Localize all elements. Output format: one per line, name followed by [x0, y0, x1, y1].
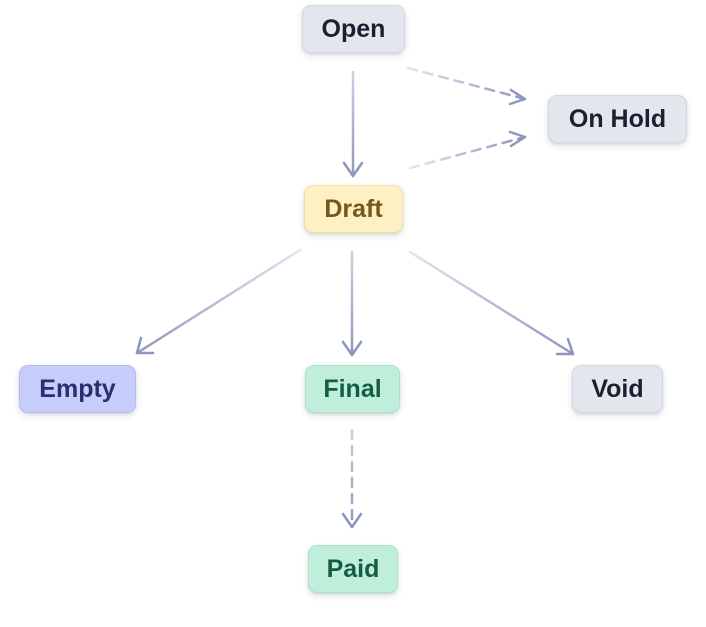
edge-final-paid: [341, 428, 363, 529]
edge-draft-empty: [135, 248, 302, 355]
edge-open-onhold: [406, 66, 527, 106]
node-paid-label: Paid: [326, 554, 380, 583]
node-void-label: Void: [591, 374, 644, 403]
node-empty[interactable]: Empty: [19, 365, 136, 413]
node-final[interactable]: Final: [305, 365, 400, 413]
node-on-hold[interactable]: On Hold: [548, 95, 687, 143]
node-on-hold-label: On Hold: [568, 104, 667, 133]
edge-draft-void: [408, 250, 575, 356]
node-draft-label: Draft: [324, 194, 383, 223]
node-open-label: Open: [321, 14, 386, 43]
node-paid[interactable]: Paid: [308, 545, 398, 593]
node-empty-label: Empty: [39, 374, 116, 403]
edge-draft-onhold: [408, 130, 527, 170]
node-open[interactable]: Open: [302, 5, 405, 53]
node-void[interactable]: Void: [572, 365, 663, 413]
edge-draft-final: [341, 250, 363, 357]
edge-open-draft: [342, 70, 364, 178]
node-draft[interactable]: Draft: [304, 185, 403, 233]
node-final-label: Final: [323, 374, 382, 403]
